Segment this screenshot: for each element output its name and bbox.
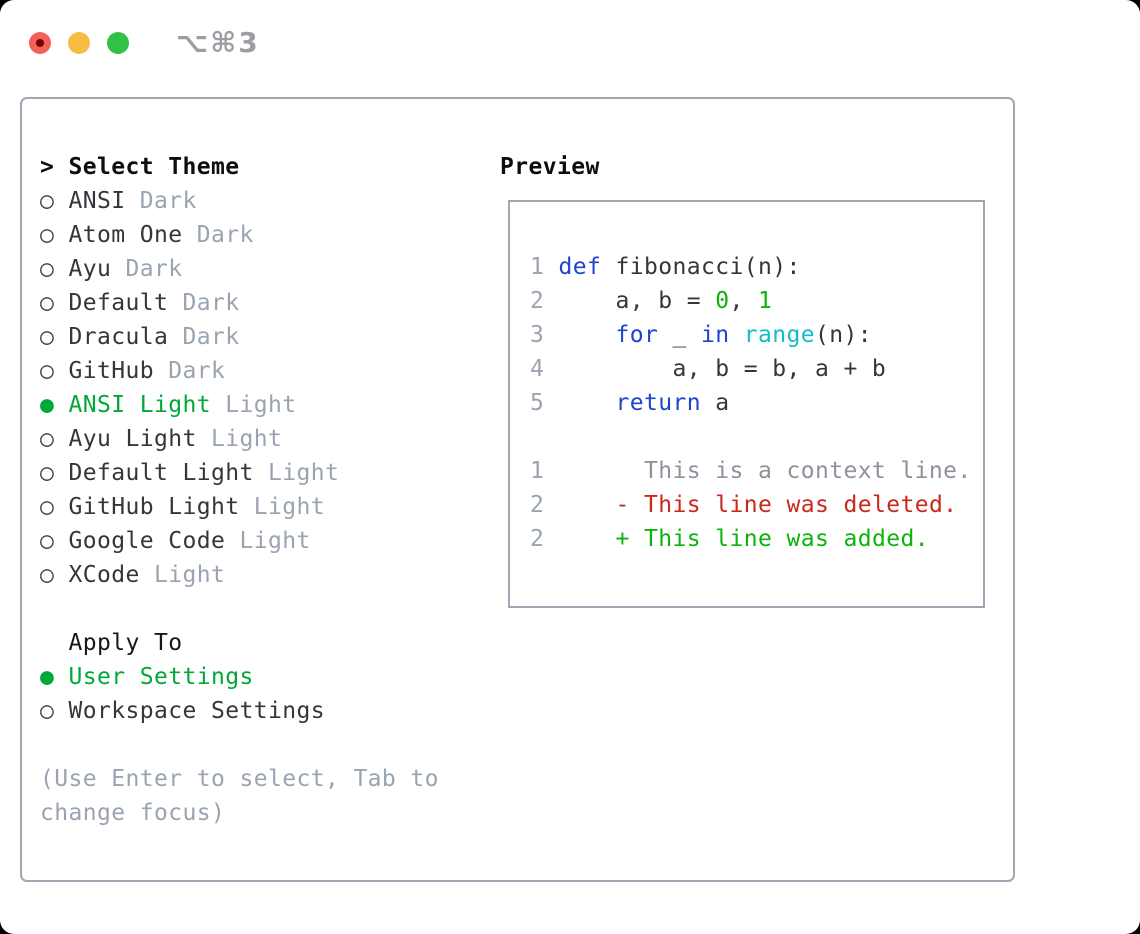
theme-option-github-light[interactable]: ○ GitHub Light Light — [40, 490, 439, 524]
theme-name: GitHub — [68, 358, 154, 384]
code-preview: 1 def fibonacci(n): 2 a, b = 0, 1 3 for _ … — [510, 202, 983, 556]
apply-option-workspace-settings[interactable]: ○ Workspace Settings — [40, 694, 439, 728]
radio-unselected-icon: ○ — [40, 528, 55, 554]
theme-variant-badge: Dark — [182, 324, 240, 350]
theme-variant-badge: Light — [154, 562, 226, 588]
close-button[interactable] — [29, 31, 51, 54]
preview-header: Preview — [500, 154, 600, 180]
code-line: 5 return a — [530, 390, 730, 416]
zoom-button[interactable] — [107, 31, 129, 54]
apply-option-label: Workspace Settings — [68, 698, 325, 724]
theme-option-github[interactable]: ○ GitHub Dark — [40, 354, 439, 388]
radio-unselected-icon: ○ — [40, 290, 55, 316]
theme-option-ayu[interactable]: ○ Ayu Dark — [40, 252, 439, 286]
code-line: 1 This is a context line. — [530, 458, 972, 484]
code-line: 2 + This line was added. — [530, 526, 929, 552]
theme-option-atom-one[interactable]: ○ Atom One Dark — [40, 218, 439, 252]
theme-option-ansi[interactable]: ○ ANSI Dark — [40, 184, 439, 218]
minimize-button[interactable] — [68, 31, 90, 54]
code-line — [530, 420, 983, 454]
theme-option-google-code[interactable]: ○ Google Code Light — [40, 524, 439, 558]
theme-variant-badge: Dark — [168, 358, 226, 384]
theme-option-xcode[interactable]: ○ XCode Light — [40, 558, 439, 592]
radio-unselected-icon: ○ — [40, 494, 55, 520]
theme-option-default-light[interactable]: ○ Default Light Light — [40, 456, 439, 490]
radio-unselected-icon: ○ — [40, 188, 55, 214]
radio-unselected-icon: ○ — [40, 324, 55, 350]
theme-option-default[interactable]: ○ Default Dark — [40, 286, 439, 320]
theme-name: Default — [68, 290, 169, 316]
code-line: 2 a, b = 0, 1 — [530, 288, 773, 314]
code-line: 2 - This line was deleted. — [530, 492, 958, 518]
theme-list: ○ ANSI Dark○ Atom One Dark○ Ayu Dark○ De… — [40, 184, 439, 592]
spacer — [40, 728, 439, 762]
theme-name: Default Light — [68, 460, 254, 486]
radio-selected-icon: ● — [40, 392, 55, 418]
code-line: 4 a, b = b, a + b — [530, 356, 887, 382]
theme-variant-badge: Light — [253, 494, 325, 520]
radio-unselected-icon: ○ — [40, 358, 55, 384]
window-title: ⌥⌘3 — [176, 26, 260, 59]
theme-option-ayu-light[interactable]: ○ Ayu Light Light — [40, 422, 439, 456]
theme-name: Dracula — [68, 324, 169, 350]
titlebar: ⌥⌘3 — [29, 26, 260, 59]
theme-list-column: > Select Theme ○ ANSI Dark○ Atom One Dar… — [40, 150, 439, 830]
radio-unselected-icon: ○ — [40, 222, 55, 248]
radio-unselected-icon: ○ — [40, 256, 55, 282]
theme-variant-badge: Light — [210, 426, 283, 452]
radio-unselected-icon: ○ — [40, 562, 55, 588]
theme-name: XCode — [68, 562, 140, 588]
theme-variant-badge: Dark — [125, 256, 183, 282]
theme-name: Ayu Light — [68, 426, 197, 452]
theme-variant-badge: Dark — [139, 188, 197, 214]
radio-unselected-icon: ○ — [40, 460, 55, 486]
apply-to-header: Apply To — [40, 626, 439, 660]
prompt-caret-icon: > — [40, 154, 55, 180]
code-line: 1 def fibonacci(n): — [530, 254, 801, 280]
theme-variant-badge: Light — [239, 528, 311, 554]
theme-name: ANSI Light — [68, 392, 211, 418]
apply-option-label: User Settings — [68, 664, 254, 690]
radio-selected-icon: ● — [40, 664, 55, 690]
spacer — [40, 592, 439, 626]
select-theme-header: > Select Theme — [40, 150, 439, 184]
theme-variant-badge: Light — [267, 460, 340, 486]
theme-option-ansi-light[interactable]: ● ANSI Light Light — [40, 388, 439, 422]
theme-variant-badge: Light — [225, 392, 297, 418]
theme-variant-badge: Dark — [182, 290, 240, 316]
code-line: 3 for _ in range(n): — [530, 322, 872, 348]
select-theme-label: Select Theme — [68, 154, 240, 180]
theme-name: ANSI — [68, 188, 126, 214]
theme-name: Atom One — [68, 222, 183, 248]
radio-unselected-icon: ○ — [40, 698, 55, 724]
theme-name: Google Code — [68, 528, 226, 554]
help-text-line-2: change focus) — [40, 800, 226, 826]
apply-to-label: Apply To — [68, 630, 183, 656]
theme-name: Ayu — [68, 256, 112, 282]
preview-box: 1 def fibonacci(n): 2 a, b = 0, 1 3 for _ … — [508, 200, 985, 608]
theme-name: GitHub Light — [68, 494, 240, 520]
theme-option-dracula[interactable]: ○ Dracula Dark — [40, 320, 439, 354]
apply-option-user-settings[interactable]: ● User Settings — [40, 660, 439, 694]
radio-unselected-icon: ○ — [40, 426, 55, 452]
help-text-line-1: (Use Enter to select, Tab to — [40, 766, 439, 792]
theme-selector-panel: > Select Theme ○ ANSI Dark○ Atom One Dar… — [20, 97, 1015, 882]
theme-variant-badge: Dark — [196, 222, 254, 248]
apply-to-list: ● User Settings○ Workspace Settings — [40, 660, 439, 728]
